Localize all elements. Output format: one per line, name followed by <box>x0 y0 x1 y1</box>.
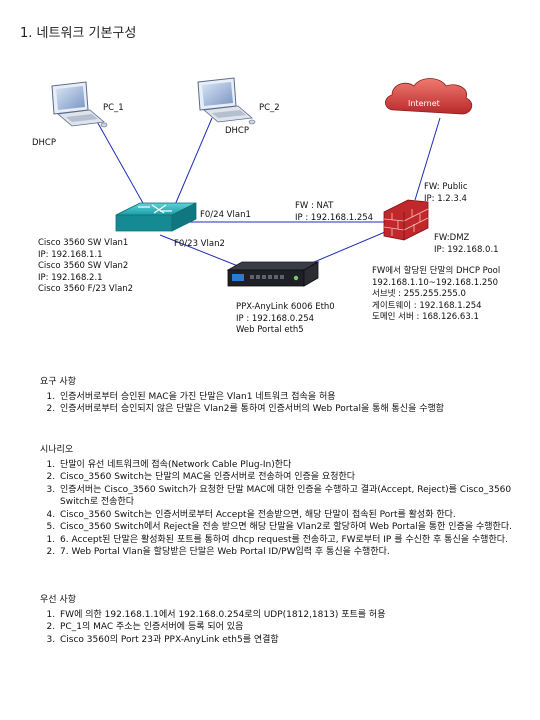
switch-info-line: Cisco 3560 SW Vlan1 <box>38 238 129 248</box>
pc2-computer-icon <box>197 77 256 125</box>
fw-dmz-info: FW:DMZ IP: 192.168.0.1 <box>434 233 499 256</box>
dhcp-label-left: DHCP <box>32 138 56 148</box>
switch-info-line: IP: 192.168.2.1 <box>38 272 103 283</box>
network-diagram <box>51 77 473 287</box>
requirements-heading: 요구 사항 <box>40 377 76 387</box>
ppx-appliance-icon <box>226 261 320 287</box>
ppx-info-line: IP : 192.168.0.254 <box>236 313 315 324</box>
port-f023-label: F0/23 Vlan2 <box>174 239 225 249</box>
dhcp-pool-title: FW에서 할당된 단말의 DHCP Pool <box>372 266 501 276</box>
scenario-item: Cisco_3560 Switch에서 Reject을 전송 받으면 해당 단말… <box>58 521 530 534</box>
fw-public-info: FW: Public IP: 1.2.3.4 <box>424 182 468 205</box>
pc1-label: PC_1 <box>103 103 124 113</box>
link-pc1-switch <box>94 117 149 213</box>
fw-public-mode: FW: Public <box>424 182 468 192</box>
fw-public-ip: IP: 1.2.3.4 <box>424 193 467 204</box>
fw-nat-mode: FW : NAT <box>295 201 334 211</box>
scenario-heading: 시나리오 <box>40 445 74 455</box>
priority-heading: 우선 사항 <box>40 595 76 605</box>
scenario-item: 인증서버는 Cisco_3560 Switch가 요청한 단말 MAC에 대한 … <box>58 484 530 509</box>
ppx-info: PPX-AnyLink 6006 Eth0 IP : 192.168.0.254… <box>236 302 335 337</box>
scenario-section: 시나리오 단말이 유선 네트워크에 접속(Network Cable Plug-… <box>40 444 530 559</box>
requirement-item: 인증서버로부터 승인된 MAC을 가진 단말은 Vlan1 네트워크 접속을 허… <box>58 391 530 404</box>
ppx-info-line: PPX-AnyLink 6006 Eth0 <box>236 302 335 312</box>
fw-dmz-mode: FW:DMZ <box>434 233 470 243</box>
connection-lines <box>94 117 441 271</box>
firewall-icon <box>383 199 429 241</box>
scenario-item: 7. Web Portal Vlan을 할당받은 단말은 Web Portal … <box>58 546 530 559</box>
internet-label: Internet <box>408 99 440 108</box>
dhcp-pool-range: 192.168.1.10~192.168.1.250 <box>372 277 499 288</box>
ppx-info-line: Web Portal eth5 <box>236 325 304 335</box>
dhcp-pool-subnet: 서브넷 : 255.255.255.0 <box>372 289 466 299</box>
dhcp-pool-dns: 도메인 서버 : 168.126.63.1 <box>372 312 479 322</box>
switch-info-line: IP: 192.168.1.1 <box>38 249 103 260</box>
pc2-label: PC_2 <box>259 103 280 113</box>
port-f024-label: F0/24 Vlan1 <box>200 210 251 220</box>
priority-item: PC_1의 MAC 주소는 인증서버에 등록 되어 있음 <box>58 621 530 634</box>
dhcp-pool-info: FW에서 할당된 단말의 DHCP Pool 192.168.1.10~192.… <box>372 266 500 324</box>
switch-info-line: Cisco 3560 F/23 Vlan2 <box>38 284 134 294</box>
switch-info-line: Cisco 3560 SW Vlan2 <box>38 261 129 271</box>
internet-cloud-icon <box>385 78 473 115</box>
scenario-item: Cisco_3560 Switch는 인증서버로부터 Accept을 전송받으면… <box>58 509 530 522</box>
scenario-item: 단말이 유선 네트워크에 접속(Network Cable Plug-In)한다 <box>58 459 530 472</box>
fw-dmz-ip: IP: 192.168.0.1 <box>434 244 499 255</box>
page-title: 1. 네트워크 기본구성 <box>20 26 137 41</box>
scenario-item: 6. Accept된 단말은 활성화된 포트를 통하여 dhcp request… <box>58 534 530 547</box>
switch-info: Cisco 3560 SW Vlan1 IP: 192.168.1.1 Cisc… <box>38 238 133 296</box>
priority-item: FW에 의한 192.168.1.1에서 192.168.0.254로의 UDP… <box>58 609 530 622</box>
fw-nat-ip: IP : 192.168.1.254 <box>295 212 374 223</box>
link-firewall-internet <box>414 117 441 201</box>
scenario-item: Cisco_3560 Switch는 단말의 MAC을 인증서버로 전송하여 인… <box>58 471 530 484</box>
priority-section: 우선 사항 FW에 의한 192.168.1.1에서 192.168.0.254… <box>40 594 530 646</box>
dhcp-label-mid: DHCP <box>225 126 249 136</box>
dhcp-pool-gateway: 게이트웨이 : 192.168.1.254 <box>372 300 482 311</box>
link-switch-ppx <box>159 234 249 271</box>
priority-item: Cisco 3560의 Port 23과 PPX-AnyLink eth5를 연… <box>58 634 530 647</box>
switch-icon <box>115 202 197 232</box>
requirement-item: 인증서버로부터 승인되지 않은 단말은 Vlan2를 통하여 인증서버의 Web… <box>58 403 530 416</box>
link-pc2-switch <box>171 117 213 213</box>
pc1-computer-icon <box>51 81 108 128</box>
requirements-section: 요구 사항 인증서버로부터 승인된 MAC을 가진 단말은 Vlan1 네트워크… <box>40 376 530 416</box>
fw-nat-info: FW : NAT IP : 192.168.1.254 <box>295 201 373 224</box>
